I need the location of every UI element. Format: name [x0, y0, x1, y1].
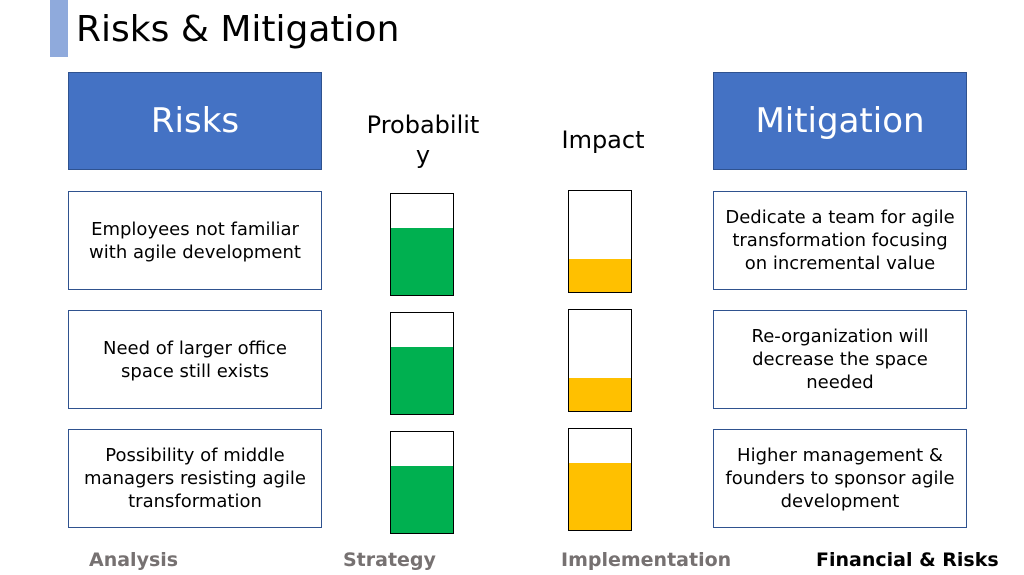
impact-header: Impact: [561, 126, 645, 154]
risk-card-3: Possibility of middle managers resisting…: [68, 429, 322, 528]
probability-meter-3: [390, 431, 454, 534]
mitigation-card-3: Higher management & founders to sponsor …: [713, 429, 967, 528]
title-accent-bar: [50, 0, 68, 57]
nav-financial-risks[interactable]: Financial & Risks: [816, 549, 999, 571]
probability-meter-2: [390, 312, 454, 415]
risks-header: Risks: [68, 72, 322, 170]
impact-meter-2: [568, 309, 632, 412]
nav-implementation[interactable]: Implementation: [561, 549, 732, 571]
mitigation-header: Mitigation: [713, 72, 967, 170]
probability-fill-3: [391, 466, 453, 533]
nav-analysis[interactable]: Analysis: [89, 549, 179, 571]
impact-meter-3: [568, 428, 632, 531]
risk-card-1: Employees not familiar with agile develo…: [68, 191, 322, 290]
probability-fill-1: [391, 228, 453, 295]
impact-fill-2: [569, 377, 631, 411]
probability-fill-2: [391, 347, 453, 414]
impact-fill-3: [569, 463, 631, 530]
probability-meter-1: [390, 193, 454, 296]
page-title: Risks & Mitigation: [76, 9, 400, 50]
impact-fill-1: [569, 258, 631, 292]
mitigation-card-2: Re-organization will decrease the space …: [713, 310, 967, 409]
risk-card-2: Need of larger office space still exists: [68, 310, 322, 409]
probability-header: Probabilit y: [366, 111, 480, 169]
nav-strategy[interactable]: Strategy: [343, 549, 436, 571]
impact-meter-1: [568, 190, 632, 293]
mitigation-card-1: Dedicate a team for agile transformation…: [713, 191, 967, 290]
